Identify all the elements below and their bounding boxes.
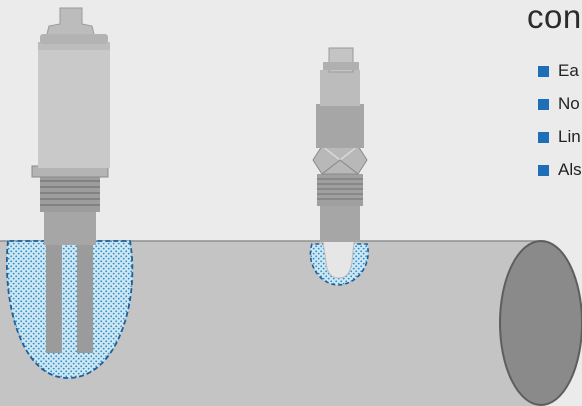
feature-list: Ea No Lin Als: [538, 58, 582, 190]
fork-tine-right: [77, 241, 93, 353]
fork-tine-left: [46, 241, 62, 353]
detection-field-large: [6, 240, 134, 379]
thread-compact: [317, 174, 363, 206]
page-title: con: [527, 0, 582, 35]
compact-sensor-icon: [309, 47, 369, 286]
sensor-housing: [38, 48, 110, 168]
thread-large: [40, 176, 100, 212]
large-tuning-fork-sensor-icon: [6, 7, 134, 379]
list-item: Lin: [538, 124, 582, 157]
list-item: Ea: [538, 58, 582, 91]
probe-body: [316, 104, 364, 148]
list-item: Als: [538, 157, 582, 190]
probe-tip: [322, 240, 355, 279]
probe-neck: [320, 206, 360, 242]
pipe-end-cap: [499, 240, 582, 406]
connector-large: [45, 7, 96, 39]
probe-upper: [320, 70, 360, 106]
list-item: No: [538, 91, 582, 124]
sensor-neck: [44, 210, 96, 245]
